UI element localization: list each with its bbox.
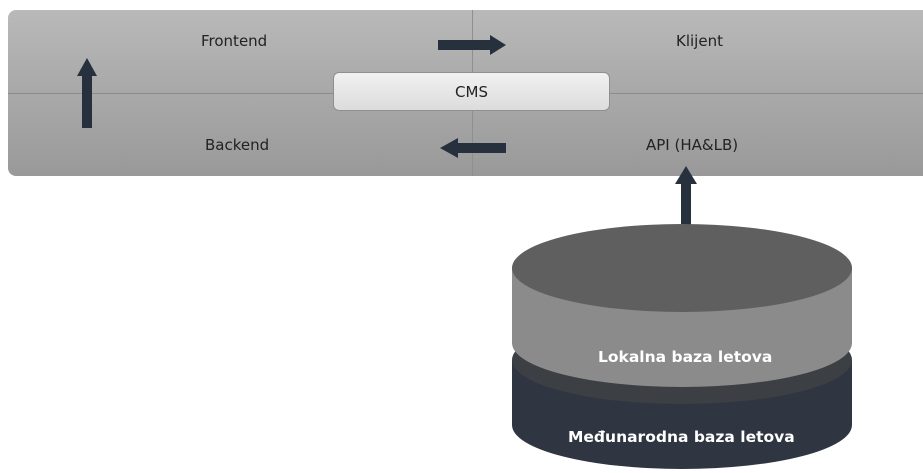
database-cylinder [512,224,852,469]
arrow-right [438,35,506,55]
cms-box: CMS [333,72,610,111]
arrow-up-left [77,58,97,128]
api-label: API (HA&LB) [646,136,739,154]
local-db-label: Lokalna baza letova [598,348,773,366]
arrow-left [440,138,506,158]
arrow-up-db [675,166,697,235]
frontend-label: Frontend [201,32,268,50]
client-label: Klijent [676,32,723,50]
international-db-label: Međunarodna baza letova [568,428,795,446]
cms-label: CMS [455,82,488,101]
backend-label: Backend [205,136,270,154]
